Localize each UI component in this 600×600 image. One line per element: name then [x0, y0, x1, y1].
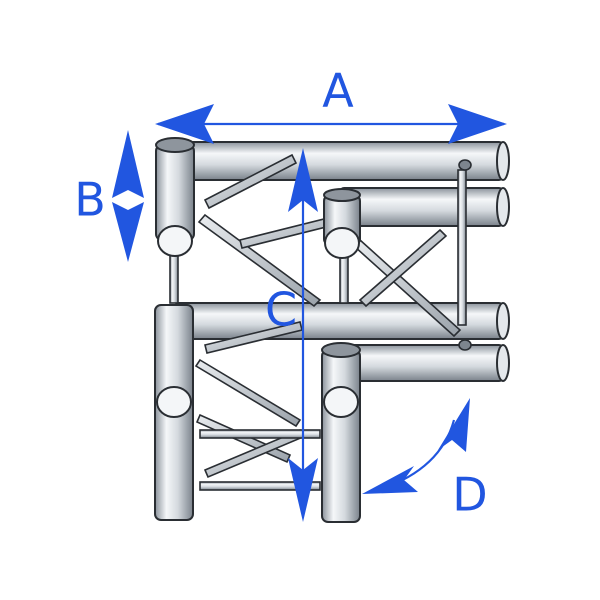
dimension-arrows	[112, 104, 507, 522]
left-upper-vertical-tube	[155, 137, 195, 257]
top-front-tube	[339, 187, 510, 227]
dimension-labels: A B C D	[74, 64, 487, 522]
dimension-d-label: D	[452, 468, 487, 522]
top-rear-tube	[174, 141, 510, 181]
truss-structure	[154, 137, 510, 523]
middle-rear-tube	[174, 302, 510, 340]
dimension-a-label: A	[322, 64, 354, 118]
dimension-d-arrow	[362, 398, 470, 494]
right-upper-vertical-tube	[323, 188, 361, 259]
right-lower-vertical-tube	[321, 342, 361, 523]
dimension-c-label: C	[265, 283, 297, 337]
middle-front-tube	[339, 344, 510, 382]
dimension-c-arrow	[288, 148, 318, 522]
dimension-b-arrow	[112, 130, 144, 262]
dimension-b-label: B	[74, 173, 106, 227]
dimension-a-arrow	[155, 104, 507, 144]
left-lower-vertical-tube	[154, 304, 194, 521]
braces	[169, 153, 472, 491]
